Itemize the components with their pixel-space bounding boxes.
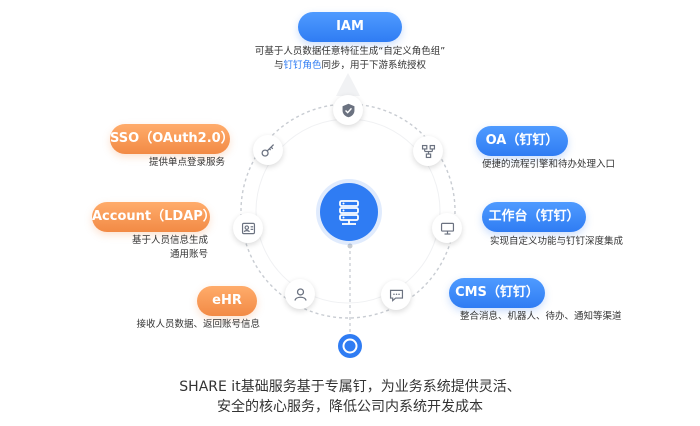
sso-description: 提供单点登录服务 [148, 157, 225, 168]
cms-pill: CMS（钉钉） [449, 278, 545, 308]
shield-pointer [336, 73, 360, 96]
workbench-description: 实现自定义功能与钉钉深度集成 [490, 236, 624, 247]
oa-node [413, 136, 443, 166]
monitor-icon [440, 222, 454, 235]
id-card-icon [241, 222, 255, 234]
cms-description: 整合消息、机器人、待办、通知等渠道 [460, 311, 622, 322]
center-hub [320, 183, 378, 241]
iam-desc-post: 同步，用于下游系统授权 [321, 60, 427, 71]
iam-pill: IAM [298, 12, 402, 42]
cms-node [381, 280, 411, 310]
footer-line2: 安全的核心服务，降低公司内系统开发成本 [217, 399, 483, 415]
iam-node [333, 95, 363, 125]
iam-description: 可基于人员数据任意特征生成“自定义角色组” 与钉钉角色同步，用于下游系统授权 [200, 45, 500, 73]
iam-desc-line2: 与钉钉角色同步，用于下游系统授权 [200, 59, 500, 73]
user-icon [293, 287, 307, 301]
iam-desc-pre: 与 [273, 60, 284, 71]
workbench-pill: 工作台（钉钉） [482, 202, 586, 232]
shield-check-icon [342, 103, 354, 117]
account-desc-line2: 通用账号 [169, 249, 208, 260]
server-stack-icon [339, 200, 359, 225]
ehr-node [285, 279, 315, 309]
ehr-description: 接收人员数据、返回账号信息 [136, 319, 260, 330]
iam-desc-line1: 可基于人员数据任意特征生成“自定义角色组” [254, 46, 446, 57]
workflow-icon [421, 144, 435, 158]
chat-icon [389, 289, 403, 302]
ehr-pill: eHR [197, 286, 257, 316]
dashed-ring [240, 103, 456, 319]
oa-description: 便捷的流程引擎和待办处理入口 [482, 159, 616, 170]
oa-pill: OA（钉钉） [476, 126, 568, 156]
account-node [233, 213, 263, 243]
account-pill: Account（LDAP） [92, 202, 216, 232]
sso-node [253, 135, 283, 165]
workbench-node [432, 213, 462, 243]
connector-dot [347, 243, 353, 249]
footer-line1: SHARE it基础服务基于专属钉，为业务系统提供灵活、 [179, 379, 521, 395]
iam-desc-highlight: 钉钉角色 [283, 60, 322, 71]
account-description: 基于人员信息生成 通用账号 [100, 234, 208, 262]
key-icon [260, 143, 274, 157]
footer-summary: SHARE it基础服务基于专属钉，为业务系统提供灵活、 安全的核心服务，降低公… [0, 377, 700, 417]
sso-pill: SSO（OAuth2.0） [110, 124, 234, 154]
account-desc-line1: 基于人员信息生成 [131, 235, 208, 246]
